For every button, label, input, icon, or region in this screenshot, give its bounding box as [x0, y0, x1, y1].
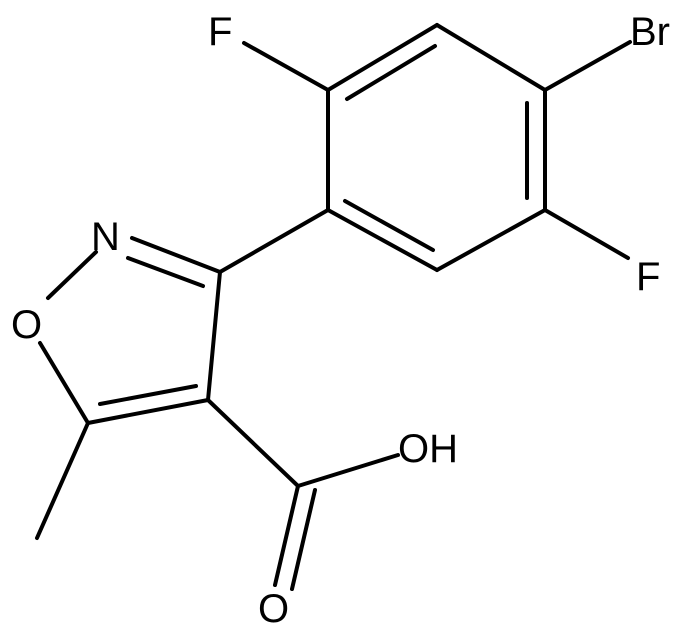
- bond-c4-br: [543, 40, 632, 92]
- bond-c5-f: [543, 208, 630, 260]
- bond-c5-c6: [435, 208, 547, 272]
- atom-label-bromine: Br: [630, 10, 670, 54]
- bond-c5i-c4i: [86, 398, 210, 425]
- bond-o-c5i: [38, 341, 90, 425]
- bond-c3-c4: [435, 23, 547, 92]
- atom-label-carbonyl-oxygen: O: [258, 587, 289, 631]
- bond-c4i-c3i: [206, 270, 222, 402]
- bond-c5i-c4i-inner: [98, 384, 198, 406]
- bond-aryl-isoxazole: [218, 208, 330, 274]
- bond-c2-f: [242, 41, 330, 92]
- bond-c3i-n-inner: [126, 256, 205, 288]
- atom-label-fluorine-right: F: [636, 255, 660, 299]
- bond-c5i-methyl: [35, 421, 90, 540]
- bond-c-oh: [296, 453, 400, 488]
- bond-c6-c1-inner: [343, 199, 435, 252]
- bond-c-o-double-a: [273, 484, 300, 587]
- bond-c-o-double-b: [290, 488, 317, 591]
- bond-c6-c1: [326, 208, 439, 272]
- atom-label-ring-oxygen: O: [11, 303, 42, 347]
- bond-n-o: [46, 250, 98, 300]
- bond-c3i-n: [130, 236, 222, 274]
- bond-c2-c3: [326, 23, 439, 92]
- bond-c4i-cooh: [206, 398, 300, 488]
- bond-c2-c3-inner: [345, 44, 437, 101]
- atom-label-nitrogen: N: [91, 215, 120, 259]
- atom-label-hydroxyl: OH: [398, 427, 458, 471]
- atom-label-fluorine-top: F: [208, 10, 232, 54]
